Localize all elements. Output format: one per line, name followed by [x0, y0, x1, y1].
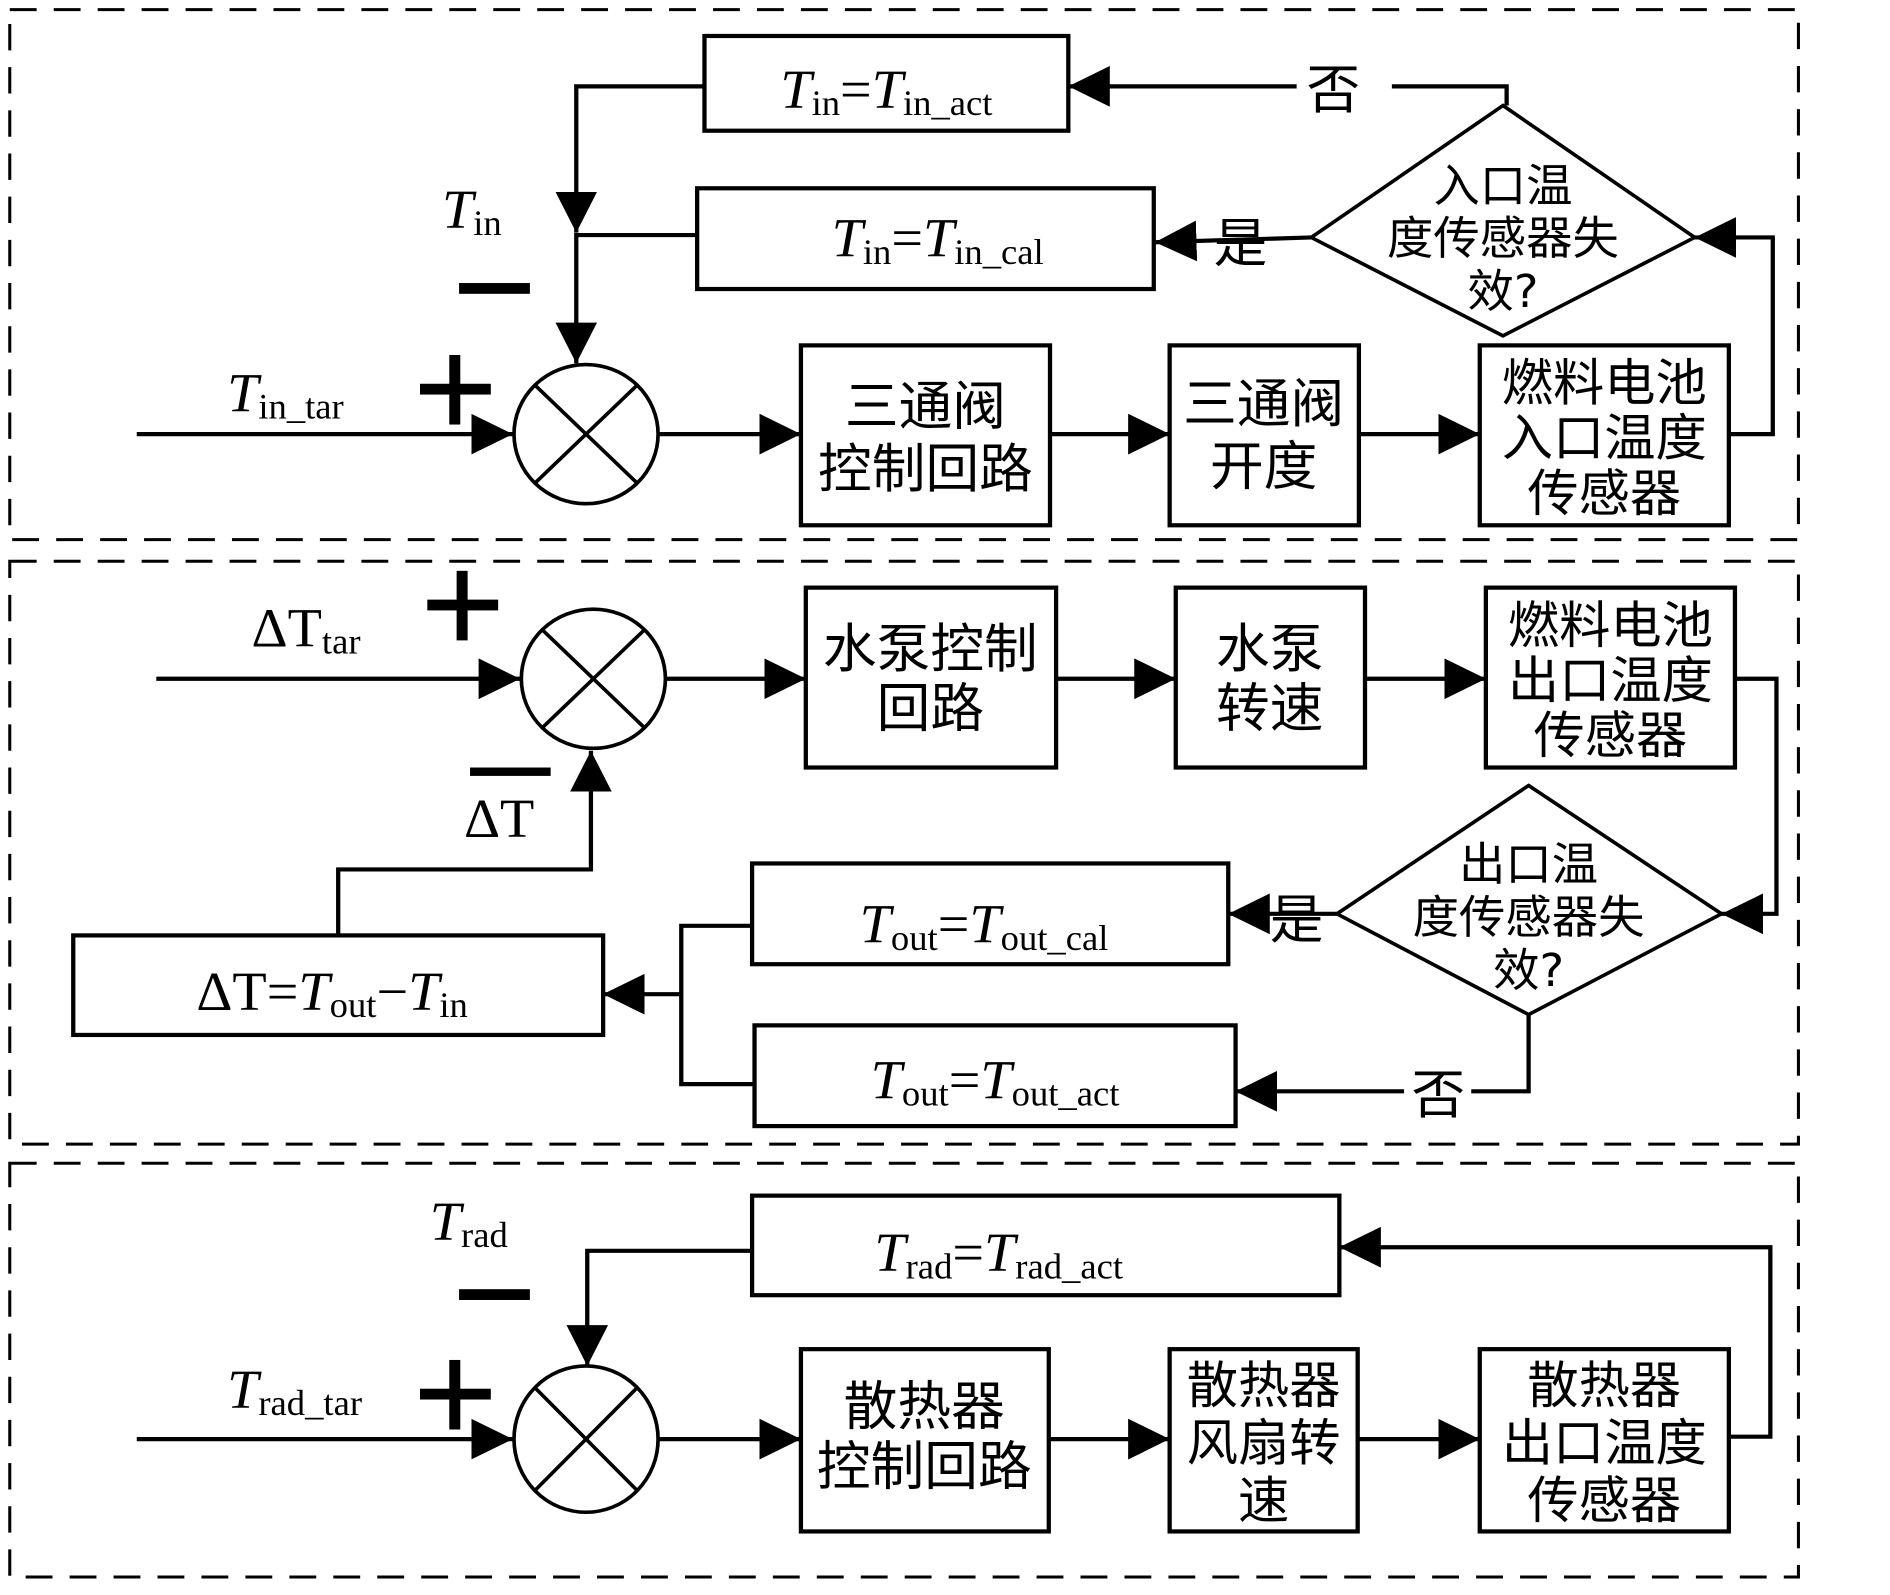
block-label: 燃料电池 — [1502, 354, 1707, 412]
sensor-output-line — [1339, 1226, 1773, 1439]
three-way-valve-opening-block — [1167, 343, 1362, 528]
radiator-controller-block — [798, 1347, 1051, 1534]
summing-junction-icon — [512, 1364, 660, 1515]
block-label: 速 — [1238, 1472, 1289, 1530]
radiator-outlet-sensor-block — [1477, 1347, 1731, 1534]
feedback-label: Tin — [442, 179, 502, 243]
block-label: 出口温度 — [1502, 1414, 1707, 1472]
minus-sign — [470, 767, 551, 776]
block-label: 入口温度 — [1502, 409, 1707, 467]
summing-junction-icon — [519, 607, 668, 751]
feedback-cal-line — [555, 232, 698, 364]
outlet-act-assign-block — [752, 1023, 1238, 1129]
yes-label: 是 — [1214, 213, 1268, 274]
inlet-sensor-failure-decision — [1307, 103, 1699, 338]
decision-label: 度传感器失 — [1387, 212, 1619, 266]
section-frame-radiator — [8, 1161, 1800, 1579]
block-label: 控制回路 — [817, 1436, 1032, 1497]
no-label: 否 — [1306, 59, 1360, 120]
feedback-label: Trad — [430, 1191, 508, 1255]
plus-sign — [420, 1359, 491, 1430]
block-label: 水泵 — [1216, 618, 1323, 679]
sensor-output-line — [1721, 676, 1779, 935]
decision-label: 效? — [1467, 264, 1538, 318]
assign-formula: Tout=Tout_cal — [860, 894, 1109, 958]
block-label: 传感器 — [1527, 1472, 1681, 1530]
target-label: ΔTtar — [252, 598, 361, 662]
minus-sign — [459, 283, 530, 294]
plus-sign — [427, 570, 499, 641]
block-label: 三通阀 — [1183, 374, 1344, 435]
section-frame-inlet — [8, 8, 1800, 542]
decision-label: 度传感器失 — [1413, 890, 1645, 944]
radiator-act-assign-block — [749, 1193, 1342, 1298]
block-label: 三通阀 — [845, 376, 1006, 437]
block-label: 控制回路 — [818, 438, 1033, 499]
section-frame-delta — [8, 559, 1800, 1146]
delta-temperature-loop: ΔTtar 水泵控制 回路 水泵 转速 燃料电池 出口温度 传感器 出口温 度传… — [71, 570, 1779, 1129]
no-branch-line — [1471, 1014, 1531, 1094]
decision-label: 效? — [1493, 943, 1564, 997]
decision-label: 出口温 — [1459, 838, 1598, 892]
sensor-output-line — [1694, 217, 1775, 437]
block-label: 回路 — [877, 678, 984, 739]
three-way-valve-controller-block — [798, 343, 1053, 528]
yes-branch-arrow — [1154, 220, 1312, 262]
assign-formula: Tout=Tout_act — [871, 1050, 1120, 1114]
block-label: 燃料电池 — [1508, 596, 1713, 654]
delta-t-calc-block — [71, 933, 606, 1038]
outlet-temperature-sensor-block — [1483, 585, 1738, 770]
delta-formula: ΔT=Tout−Tin — [196, 961, 468, 1025]
no-branch-line — [1391, 84, 1509, 106]
block-label: 传感器 — [1527, 464, 1681, 522]
pump-controller-block — [803, 585, 1059, 770]
decision-label: 入口温 — [1433, 159, 1572, 213]
assign-formula: Tin=Tin_act — [780, 59, 992, 123]
feedback-label: ΔT — [464, 789, 534, 850]
assign-formula: Trad=Trad_act — [874, 1223, 1123, 1287]
block-label: 传感器 — [1534, 707, 1688, 765]
target-label: Trad_tar — [227, 1359, 362, 1423]
summing-junction-icon — [512, 362, 660, 506]
plus-sign — [420, 354, 491, 425]
block-label: 出口温度 — [1508, 651, 1713, 709]
block-label: 水泵控制 — [823, 618, 1038, 679]
block-label: 散热器 — [1527, 1357, 1681, 1415]
yes-label: 是 — [1270, 889, 1324, 950]
block-label: 开度 — [1210, 436, 1317, 497]
inlet-act-assign-block — [702, 33, 1071, 133]
inlet-temperature-loop: Tin_tar Tin 三通阀 控制回路 三通阀 开度 燃料电池 — [136, 33, 1775, 528]
assign-formula: Tin=Tin_cal — [832, 208, 1044, 272]
no-label: 否 — [1411, 1064, 1465, 1125]
inlet-temperature-sensor-block — [1477, 343, 1731, 528]
inlet-cal-assign-block — [695, 186, 1156, 292]
block-label: 散热器 — [844, 1376, 1005, 1437]
pump-speed-block — [1173, 585, 1368, 770]
block-label: 风扇转 — [1187, 1414, 1341, 1472]
target-label: Tin_tar — [227, 363, 344, 427]
block-label: 转速 — [1216, 678, 1323, 739]
feedback-act-line — [555, 84, 705, 233]
minus-sign — [459, 1289, 530, 1300]
merge-line — [679, 923, 755, 1087]
radiator-temperature-loop: Trad_tar Trad 散热器 控制回路 散热器 风扇转 速 散热器 出口温… — [136, 1191, 1773, 1534]
block-label: 散热器 — [1187, 1357, 1341, 1415]
outlet-cal-assign-block — [749, 861, 1231, 967]
feedback-line — [566, 1248, 753, 1366]
feedback-line — [336, 750, 612, 936]
